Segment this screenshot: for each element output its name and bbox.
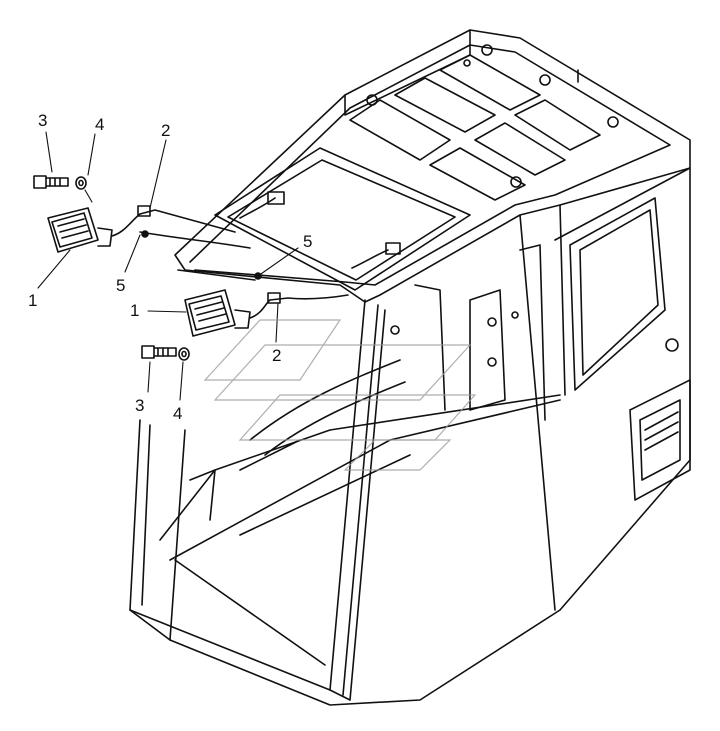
leader-lines [37,131,299,401]
watermark-logo [203,319,477,471]
cab-frame [129,167,691,706]
callout-washer-a: 4 [95,115,104,134]
washer-a [75,176,87,190]
callout-connector-a: 2 [161,121,170,140]
callout-washer-b: 4 [173,404,182,423]
cab-roof [174,29,691,303]
leader-dot [141,230,149,238]
callout-connector-b: 2 [272,346,281,365]
leader-dot [254,272,262,280]
callout-light-a: 1 [28,291,37,310]
callout-harness-b: 5 [303,232,312,251]
callout-bolt-a: 3 [38,111,47,130]
work-light-a [47,207,113,253]
bolt-a [33,175,69,189]
harness-b [177,269,349,319]
bolt-b [141,345,177,359]
callout-harness-a: 5 [116,276,125,295]
callout-labels: 3 4 2 1 5 5 1 2 3 4 [28,111,312,423]
washer-b [178,347,190,361]
callout-bolt-b: 3 [135,396,144,415]
roof-window [214,147,471,291]
callout-light-b: 1 [130,301,139,320]
work-light-b [184,289,251,337]
harness-a [111,205,251,249]
